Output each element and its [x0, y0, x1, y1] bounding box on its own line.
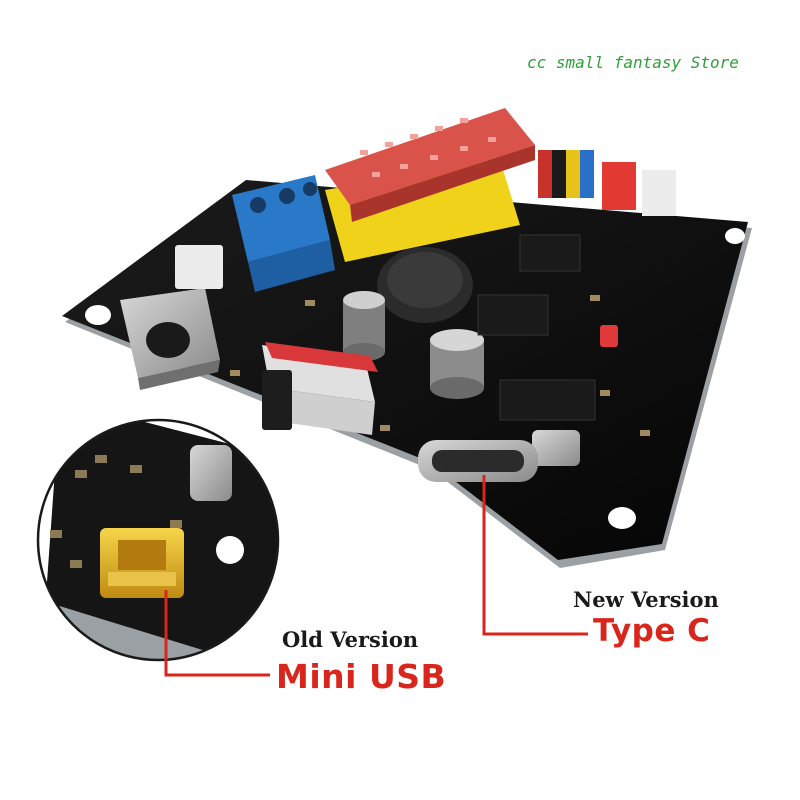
ic-chip-top	[519, 234, 581, 272]
type-c-label: Type C	[593, 613, 711, 649]
callout-line-mini-usb	[164, 590, 270, 677]
old-version-label: Old Version	[282, 627, 419, 652]
crystal-oscillator	[532, 430, 580, 466]
store-watermark: cc small fantasy Store	[527, 53, 739, 72]
mount-hole-bottom-right	[608, 507, 636, 529]
header-pins	[538, 150, 676, 216]
reset-button	[600, 325, 618, 347]
ic-chip-upper	[477, 294, 549, 336]
blue-terminal	[232, 175, 335, 292]
mini-usb-label: Mini USB	[276, 657, 447, 696]
mini-usb-port	[100, 528, 184, 598]
mount-hole-top-right	[725, 228, 745, 244]
mount-hole-left	[85, 305, 111, 325]
capacitor-large	[430, 329, 484, 399]
type-c-port	[418, 440, 538, 482]
new-version-label: New Version	[573, 587, 719, 612]
capacitor-small	[343, 291, 385, 361]
control-board	[62, 108, 752, 568]
dc-jack	[120, 288, 220, 390]
slide-switch	[262, 342, 378, 435]
inductor	[377, 247, 473, 323]
stepper-driver-module	[325, 108, 535, 222]
ic-chip-lower	[499, 379, 596, 421]
jst-connector-left	[175, 245, 223, 289]
callout-line-type-c	[482, 475, 588, 636]
callout-lines	[164, 475, 588, 677]
